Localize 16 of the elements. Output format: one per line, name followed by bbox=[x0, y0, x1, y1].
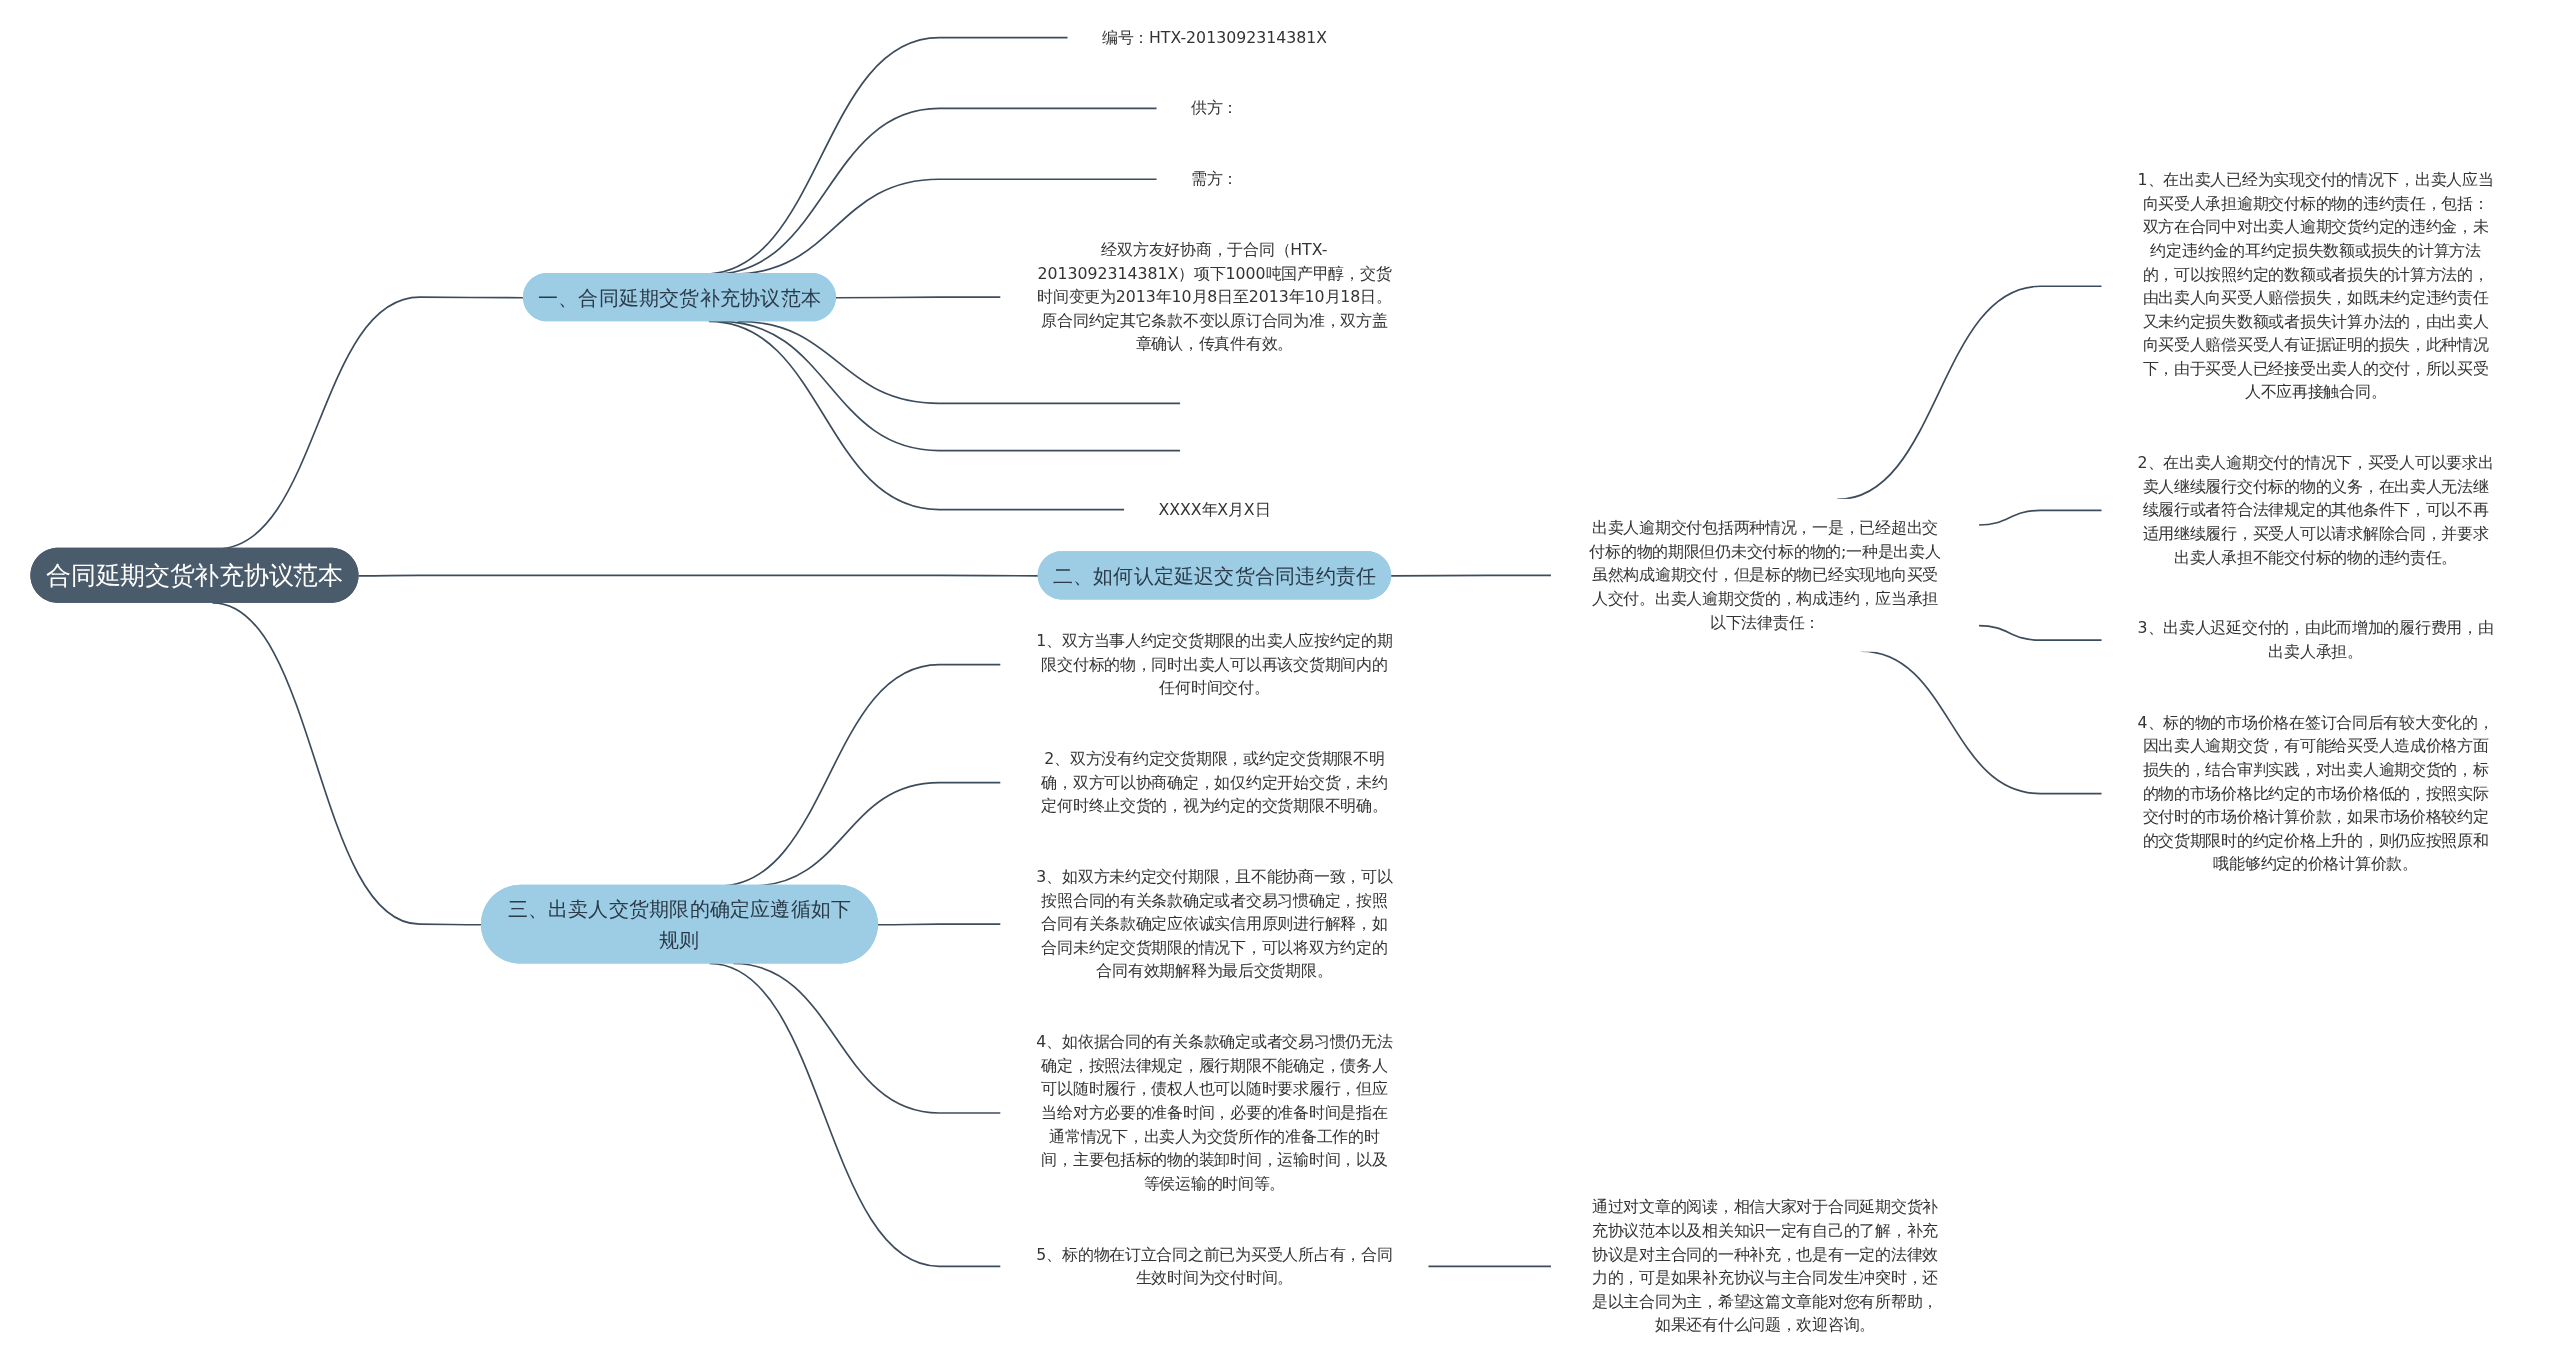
node-text: 4、如依据合同的有关条款确定或者交易习惯仍无法确定，按照法律规定，履行期限不能确定，债务人可以随时履行，债权人也可以随时要求履行，但应当给对方必要的准备时间，必要的准备时间是指在通常情况下，出卖人为交货所作的准备工作的时间，主要包括标的物的装卸时间，运输时间，以及等侯运输的时间等。 bbox=[1036, 1032, 1393, 1193]
node-text: 5、标的物在订立合同之前已为买受人所占有，合同生效时间为交付时间。 bbox=[1036, 1245, 1393, 1287]
node-text: 通过对文章的阅读，相信大家对于合同延期交货补充协议范本以及相关知识一定有自己的了解，补充协议是对主合同的一种补充，也是有一定的法律效力的，可是如果补充协议与主合同发生冲突时，还是以主合同为主，希望这篇文章能对您有所帮助，如果还有什么问题，欢迎咨询。 bbox=[1591, 1197, 1938, 1334]
node-text: 出卖人逾期交付包括两种情况，一是，已经超出交付标的物的期限但仍未交付标的物的;一种是出卖人虽然构成逾期交付，但是标的物已经实现地向买受人交付。出卖人逾期交货的，构成违约，应当承担以下法律责任： bbox=[1589, 518, 1941, 631]
node-text: 经双方友好协商，于合同（HTX-2013092314381X）项下1000吨国产甲醇，交货时间变更为2013年10月8日至2013年10月18日。原合同约定其它条款不变以原订合同为准，双方盖章确认，传真件有效。 bbox=[1037, 240, 1392, 353]
node-text: 编号：HTX-2013092314381X bbox=[1101, 28, 1327, 47]
node-text: 需方： bbox=[1190, 169, 1238, 188]
node-text: XXXX年X月X日 bbox=[1158, 500, 1271, 518]
node-text: 1、双方当事人约定交货期限的出卖人应按约定的期限交付标的物，同时出卖人可以再该交货期间内的任何时间交付。 bbox=[1036, 631, 1393, 697]
node-text: 3、如双方未约定交付期限，且不能协商一致，可以按照合同的有关条款确定或者交易习惯确定，按照合同有关条款确定应依诚实信用原则进行解释，如合同未约定交货期限的情况下，可以将双方约定的合同有效期解释为最后交货期限。 bbox=[1036, 867, 1393, 980]
node-text: 4、标的物的市场价格在签订合同后有较大变化的，因出卖人逾期交货，有可能给买受人造成价格方面损失的，结合审判实践，对出卖人逾期交货的，标的物的市场价格比约定的市场价格低的，按照实际交付时的市场价格计算价款，如果市场价格较约定的交货期限时的约定价格上升的，则仍应按照原和哦能够约定的价格计算价款。 bbox=[2137, 713, 2494, 873]
node-text: 2、在出卖人逾期交付的情况下，买受人可以要求出卖人继续履行交付标的物的义务，在出卖人无法继续履行或者符合法律规定的其他条件下，可以不再适用继续履行，买受人可以请求解除合同，并要求出卖人承担不能交付标的物的违约责任。 bbox=[2137, 453, 2494, 567]
node-text: 供方： bbox=[1190, 98, 1238, 117]
node-text: 1、在出卖人已经为实现交付的情况下，出卖人应当向买受人承担逾期交付标的物的违约责任，包括：双方在合同中对出卖人逾期交货约定的违约金，未约定违约金的耳约定损失数额或损失的计算方法的，可以按照约定的数额或者损失的计算方法的，由出卖人向买受人赔偿损失，如既未约定违约责任又未约定损失数额或者损失计算办法的，由出卖人向买受人赔偿买受人有证据证明的损失，此种情况下，由于买受人已经接受出卖人的交付，所以买受人不应再接触合同。 bbox=[2137, 170, 2494, 401]
node-text: 3、出卖人迟延交付的，由此而增加的履行费用，由出卖人承担。 bbox=[2137, 618, 2494, 661]
node-text: 2、双方没有约定交货期限，或约定交货期限不明确，双方可以协商确定，如仅约定开始交货，未约定何时终止交货的，视为约定的交货期限不明确。 bbox=[1041, 749, 1388, 815]
